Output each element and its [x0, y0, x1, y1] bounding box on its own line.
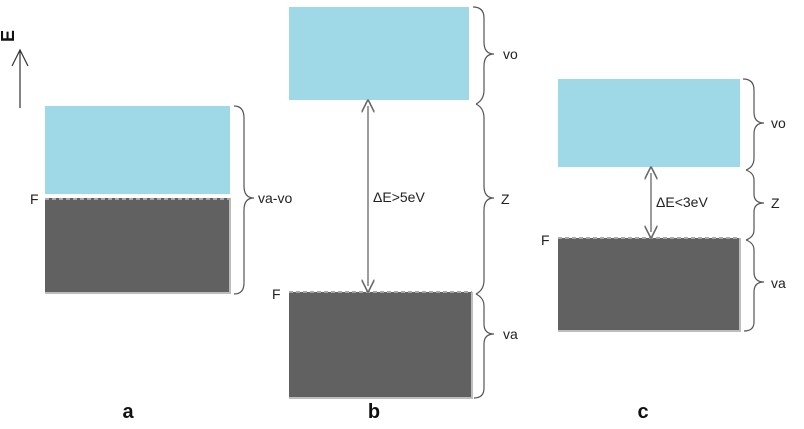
brace-top-label-c: vo [771, 115, 786, 131]
energy-axis-arrowhead [11, 48, 29, 67]
brace-mid-label-b: Z [501, 191, 510, 207]
panel-c: F ΔE<3eV vo Z va c [541, 78, 786, 423]
gap-label-c: ΔE<3eV [656, 194, 708, 210]
panel-label-a: a [122, 401, 134, 423]
energy-axis: E [0, 30, 29, 108]
brace-bottom-c [743, 239, 765, 332]
gap-label-b: ΔE>5eV [373, 189, 425, 205]
brace-top-c [742, 78, 765, 171]
valence-band-a [45, 198, 230, 293]
conduction-band-c [558, 79, 740, 167]
valence-band-b-edge [289, 292, 473, 399]
brace-mid-label-c: Z [771, 195, 780, 211]
brace-label-a: va-vo [258, 190, 292, 206]
valence-band-b [289, 292, 472, 398]
panel-label-c: c [637, 401, 648, 423]
brace-bottom-b [473, 293, 495, 399]
panel-a: F va-vo a [30, 105, 292, 423]
valence-band-a-edge [45, 198, 231, 294]
brace-bottom-label-b: va [503, 326, 518, 342]
brace-mid-c [745, 169, 765, 241]
energy-axis-label: E [0, 30, 18, 42]
valence-band-c-edge [558, 238, 741, 332]
brace-mid-b [475, 103, 495, 295]
brace-top-label-b: vo [503, 46, 518, 62]
brace-bottom-label-c: va [771, 275, 786, 291]
panel-label-b: b [368, 401, 380, 423]
brace-a [233, 105, 255, 295]
fermi-label-c: F [541, 232, 550, 248]
fermi-label-a: F [30, 191, 39, 207]
conduction-band-a [45, 106, 230, 194]
fermi-label-b: F [272, 286, 281, 302]
conduction-band-b [289, 7, 469, 100]
valence-band-c [558, 238, 740, 331]
brace-top-b [472, 6, 495, 105]
panel-b: F ΔE>5eV vo Z va b [272, 6, 518, 423]
